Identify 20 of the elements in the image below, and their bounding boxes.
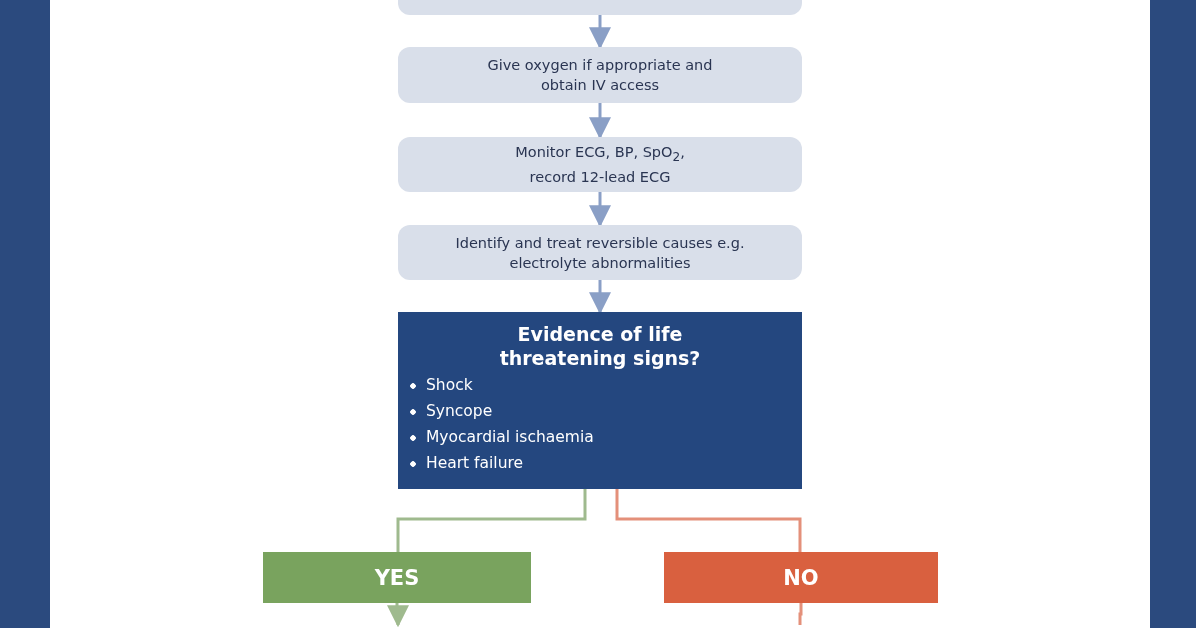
box-text: YES	[374, 565, 420, 590]
decision-question: Evidence of life threatening signs?	[498, 322, 702, 370]
no-box	[664, 552, 938, 603]
arrow	[387, 603, 409, 628]
box-text: Monitor ECG, BP, SpO$_{2}$, record 12-lead ECG	[514, 143, 686, 187]
connector-line	[396, 489, 587, 552]
process-box	[398, 47, 802, 103]
arrow	[589, 103, 611, 140]
process-box	[398, 137, 802, 192]
box-text: Give oxygen if appropriate and obtain IV access	[486, 56, 714, 95]
decision-box	[398, 312, 802, 489]
process-box	[398, 225, 802, 280]
connector-line	[798, 603, 803, 625]
box-text: NO	[783, 565, 819, 590]
box-text: Identify and treat reversible causes e.g. electrolyte abnormalities	[454, 233, 746, 273]
connector-line	[615, 489, 802, 552]
yes-box	[263, 552, 531, 603]
arrow	[589, 280, 611, 315]
arrow	[589, 192, 611, 228]
arrow	[589, 15, 611, 50]
